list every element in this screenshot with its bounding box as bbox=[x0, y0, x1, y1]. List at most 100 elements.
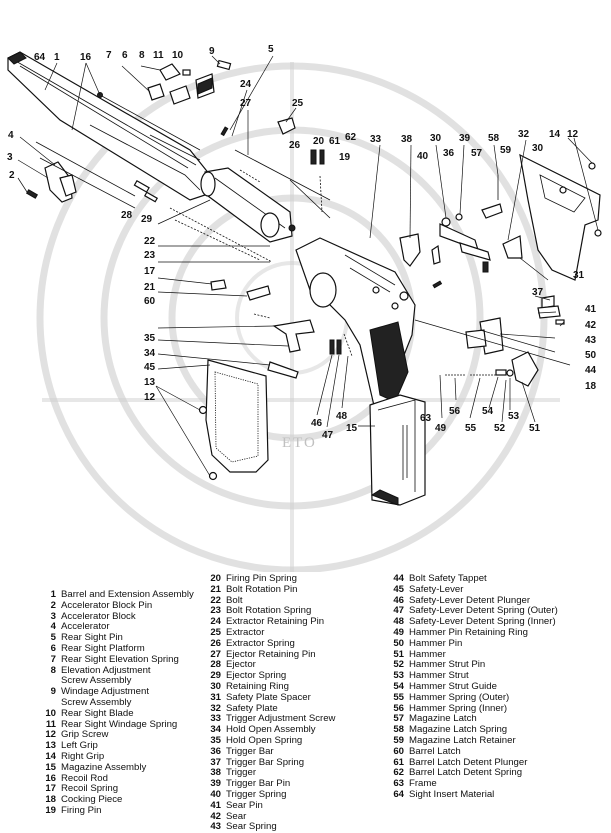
part-name: Barrel and Extension Assembly bbox=[61, 589, 194, 600]
part-number: 62 bbox=[393, 767, 404, 779]
part-name: Barrel Latch Detent Spring bbox=[409, 767, 523, 779]
part-name: Safety-Lever Detent Plunger bbox=[409, 594, 531, 606]
part-number: 16 bbox=[45, 772, 56, 784]
part-name: Rear Sight Blade bbox=[61, 707, 134, 719]
bolt-assembly bbox=[169, 167, 296, 263]
part-number: 48 bbox=[393, 616, 404, 628]
part-name: Rear Sight Elevation Spring bbox=[61, 653, 179, 665]
part-name: Bolt Rotation Spring bbox=[226, 605, 312, 617]
part-number: 36 bbox=[210, 745, 221, 757]
callout-11: 11 bbox=[153, 50, 164, 61]
part-name: Recoil Rod bbox=[61, 772, 108, 784]
callout-10: 10 bbox=[172, 50, 184, 61]
watermark-text: ETO bbox=[282, 435, 317, 451]
part-number: 45 bbox=[393, 583, 404, 595]
part-number: 50 bbox=[393, 637, 404, 649]
part-name: Extractor Retaining Pin bbox=[226, 616, 325, 628]
part-name: Ejector Spring bbox=[226, 670, 287, 682]
part-number: 56 bbox=[393, 702, 404, 714]
part-name: Screw Assembly bbox=[61, 675, 132, 687]
callout-labels: 64 1 16 7 6 8 11 10 9 5 24 27 25 26 20 6… bbox=[7, 44, 597, 441]
part-name: Hold Open Spring bbox=[226, 734, 303, 746]
callout-61: 61 bbox=[329, 136, 341, 147]
part-name: Hammer Strut bbox=[409, 670, 469, 682]
part-number: 21 bbox=[210, 583, 221, 595]
callout-23: 23 bbox=[144, 250, 156, 261]
part-name: Frame bbox=[409, 778, 437, 790]
part-number: 35 bbox=[210, 734, 221, 746]
part-number: 4 bbox=[50, 621, 56, 633]
part-number: 30 bbox=[210, 680, 221, 692]
rear-sight-parts bbox=[147, 59, 232, 105]
part-number: 39 bbox=[210, 778, 221, 790]
accelerator-parts bbox=[25, 157, 136, 209]
part-name: Hammer Strut Pin bbox=[409, 659, 486, 671]
part-name: Hammer Spring (Inner) bbox=[409, 702, 508, 714]
part-name: Retaining Ring bbox=[226, 680, 289, 692]
callout-36: 36 bbox=[443, 148, 455, 159]
callout-37: 37 bbox=[532, 287, 544, 298]
part-name: Firing Pin Spring bbox=[226, 573, 297, 584]
part-name: Accelerator bbox=[61, 621, 110, 633]
part-name: Cocking Piece bbox=[61, 794, 123, 806]
callout-22: 22 bbox=[144, 236, 156, 247]
part-name: Safety Plate Spacer bbox=[226, 691, 311, 703]
callout-8: 8 bbox=[139, 50, 145, 61]
latch-parts bbox=[246, 285, 353, 379]
part-number: 57 bbox=[393, 713, 404, 725]
part-name: Safety Plate bbox=[226, 702, 278, 714]
part-name: Hammer Strut Guide bbox=[409, 680, 497, 692]
part-number: 47 bbox=[393, 605, 404, 617]
part-number: 26 bbox=[210, 637, 221, 649]
callout-28: 28 bbox=[121, 210, 133, 221]
part-number: 20 bbox=[210, 573, 221, 584]
part-name: Trigger Bar Spring bbox=[226, 756, 305, 768]
part-name: Safety-Lever Detent Spring (Inner) bbox=[409, 616, 556, 628]
callout-46: 46 bbox=[311, 418, 323, 429]
part-number: 43 bbox=[210, 821, 221, 833]
part-name: Magazine Assembly bbox=[61, 761, 147, 773]
callout-51: 51 bbox=[529, 423, 541, 434]
callout-62: 62 bbox=[345, 132, 357, 143]
part-name: Trigger Bar Pin bbox=[226, 778, 291, 790]
callout-63: 63 bbox=[420, 413, 432, 424]
part-number: 1 bbox=[50, 589, 56, 600]
part-name: Left Grip bbox=[61, 740, 98, 752]
part-number: 12 bbox=[45, 729, 56, 741]
callout-9: 9 bbox=[209, 46, 215, 57]
callout-12: 12 bbox=[567, 129, 579, 140]
part-name: Safety-Lever bbox=[409, 583, 464, 595]
callout-34: 34 bbox=[144, 348, 156, 359]
part-number: 24 bbox=[210, 616, 221, 628]
right-grip bbox=[519, 153, 602, 281]
callout-48: 48 bbox=[336, 411, 348, 422]
part-name: Bolt Rotation Pin bbox=[226, 583, 298, 595]
callout-29: 29 bbox=[141, 214, 153, 225]
part-number: 27 bbox=[210, 648, 221, 660]
part-number: 3 bbox=[50, 610, 56, 622]
part-name: Hold Open Assembly bbox=[226, 724, 316, 736]
part-number: 8 bbox=[50, 664, 56, 676]
barrel-assembly bbox=[7, 51, 211, 201]
callout-20: 20 bbox=[313, 136, 325, 147]
part-number: 23 bbox=[210, 605, 221, 617]
callout-25: 25 bbox=[292, 98, 304, 109]
part-number: 40 bbox=[210, 788, 221, 800]
part-number: 11 bbox=[45, 718, 56, 730]
part-name: Rear Sight Windage Spring bbox=[61, 718, 178, 730]
magazine bbox=[369, 394, 426, 506]
part-name: Trigger Adjustment Screw bbox=[226, 713, 336, 725]
part-name: Extractor Spring bbox=[226, 637, 295, 649]
part-name: Magazine Latch bbox=[409, 713, 477, 725]
part-name: Hammer Spring (Outer) bbox=[409, 691, 510, 703]
callout-15: 15 bbox=[346, 423, 358, 434]
part-number: 32 bbox=[210, 702, 221, 714]
part-name: Sight Insert Material bbox=[409, 788, 495, 800]
part-name: Firing Pin bbox=[61, 804, 102, 816]
part-name: Trigger Spring bbox=[226, 788, 287, 800]
callout-56: 56 bbox=[449, 406, 461, 417]
part-number: 9 bbox=[50, 686, 56, 698]
callout-4: 4 bbox=[8, 130, 14, 141]
part-name: Rear Sight Platform bbox=[61, 642, 145, 654]
part-number: 46 bbox=[393, 594, 404, 606]
